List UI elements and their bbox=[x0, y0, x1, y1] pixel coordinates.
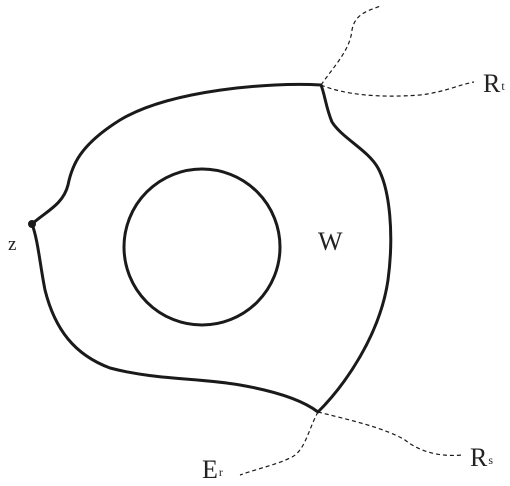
label-z: z bbox=[8, 234, 16, 255]
label-rt-main: R bbox=[483, 69, 501, 98]
dashed-curve-top bbox=[320, 5, 381, 86]
dashed-curve-er bbox=[239, 411, 319, 476]
label-rs-main: R bbox=[470, 443, 488, 472]
dashed-curve-rt bbox=[320, 81, 475, 97]
label-er-main: E bbox=[202, 455, 218, 484]
region-boundary bbox=[30, 82, 393, 414]
label-rt-sub: t bbox=[501, 79, 505, 93]
label-er: Er bbox=[202, 455, 223, 484]
label-rs: Rs bbox=[470, 443, 493, 472]
label-rs-sub: s bbox=[488, 453, 493, 467]
label-rt: Rt bbox=[483, 69, 505, 98]
dashed-curve-rs bbox=[317, 411, 463, 457]
label-er-sub: r bbox=[219, 465, 223, 479]
inner-circle bbox=[122, 167, 282, 327]
point-z bbox=[28, 220, 36, 228]
label-w: W bbox=[318, 227, 343, 256]
